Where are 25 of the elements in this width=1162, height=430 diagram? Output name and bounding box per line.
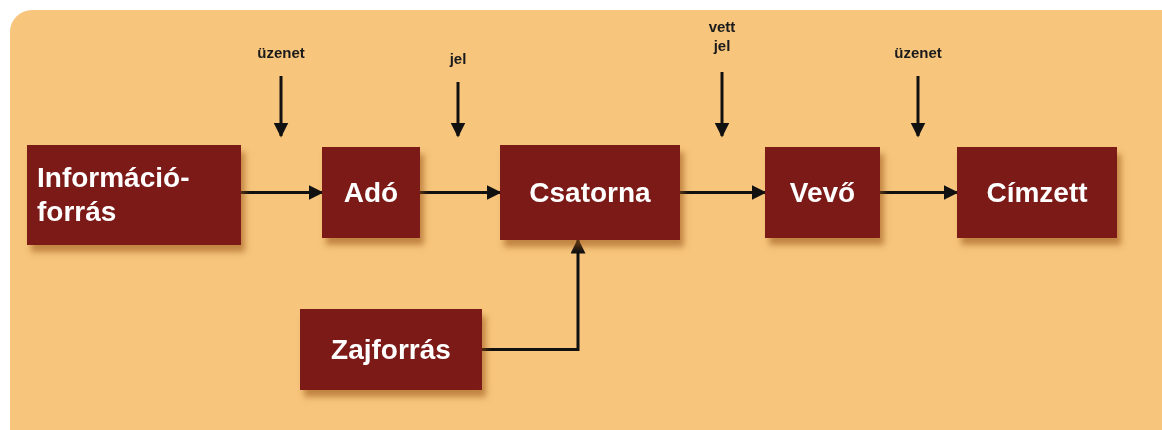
box-label: Csatorna <box>529 175 651 210</box>
arrow <box>714 72 730 138</box>
box-label: Információ-forrás <box>37 161 191 229</box>
arrow <box>273 76 289 138</box>
arrow <box>241 185 324 200</box>
arrow <box>420 185 502 200</box>
box-label: Vevő <box>789 175 856 210</box>
process-box <box>765 147 880 238</box>
process-box <box>300 309 482 390</box>
arrow <box>450 82 466 138</box>
signal-label: vett jel <box>702 18 742 62</box>
arrow <box>482 238 586 351</box>
box-label: Adó <box>343 175 399 210</box>
process-box <box>957 147 1117 238</box>
arrow <box>680 185 767 200</box>
signal-label: üzenet <box>246 44 316 66</box>
box-label: Címzett <box>986 175 1088 210</box>
arrow <box>880 185 959 200</box>
process-box <box>322 147 420 238</box>
signal-label: jel <box>438 50 478 72</box>
box-label: Zajforrás <box>331 332 451 367</box>
signal-label: üzenet <box>882 44 954 66</box>
process-box <box>500 145 680 240</box>
arrow <box>910 76 926 138</box>
process-box <box>27 145 241 245</box>
